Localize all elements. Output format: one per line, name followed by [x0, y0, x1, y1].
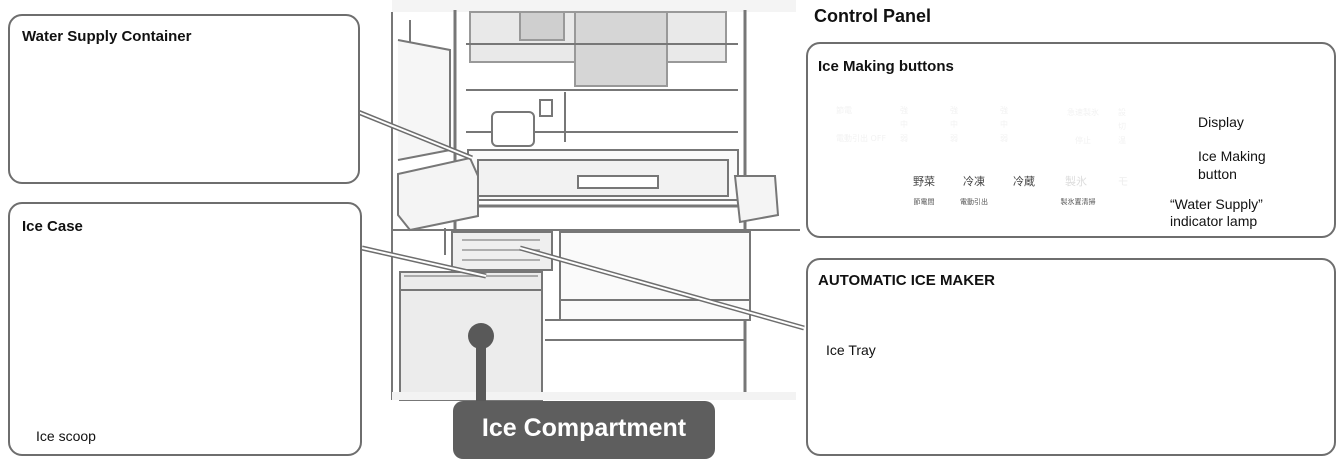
panel-text: 中 [1000, 120, 1008, 129]
panel-text: 中 [900, 120, 908, 129]
ice-case-title: Ice Case [22, 218, 83, 235]
ice-making-button-label-line2: button [1198, 166, 1237, 182]
refrigerator-illustration [391, 0, 800, 401]
display-panel-text: 急速製氷 製氷 停止 [1058, 106, 1108, 148]
ice-compartment-callout: Ice Compartment [453, 401, 715, 459]
display-label: Display [1198, 114, 1244, 130]
automatic-ice-maker-panel: AUTOMATIC ICE MAKER [806, 258, 1336, 456]
panel-side-text: 設 切 温 [1118, 106, 1126, 148]
panel-text: 弱 [900, 134, 908, 143]
panel-button-freezer[interactable]: 冷凍 [963, 175, 985, 188]
panel-text: 停止 [1075, 136, 1091, 145]
panel-text: 製氷 [1075, 122, 1091, 131]
ice-tray-label: Ice Tray [826, 342, 876, 358]
ice-compartment-label: Ice Compartment [481, 414, 687, 442]
panel-text: 強 [1000, 106, 1008, 115]
panel-text: 温 [1118, 136, 1126, 145]
panel-button-sublabel: 製氷置清掃 [1060, 198, 1096, 206]
ice-making-buttons-title: Ice Making buttons [818, 58, 954, 75]
panel-text: 強 [950, 106, 958, 115]
panel-text: 強 [900, 106, 908, 115]
ice-making-buttons-panel: Ice Making buttons [806, 42, 1336, 238]
panel-text: 設 [1118, 108, 1126, 117]
panel-button-mode[interactable]: モ [1117, 175, 1129, 188]
ice-compartment-marker-dot [468, 323, 494, 349]
panel-text: 弱 [1000, 134, 1008, 143]
water-supply-panel-text: 給水 [836, 120, 852, 129]
water-supply-lamp-label-line2: indicator lamp [1170, 213, 1258, 229]
panel-button-fridge[interactable]: 冷蔵 [1013, 175, 1035, 188]
ice-making-button-label-line1: Ice Making [1198, 148, 1266, 164]
water-supply-container-title: Water Supply Container [22, 28, 192, 45]
control-panel-heading: Control Panel [814, 6, 932, 26]
panel-text: 急速製氷 [1067, 108, 1099, 117]
ice-making-button[interactable]: 製氷 [1065, 175, 1087, 188]
ice-scoop-label: Ice scoop [36, 428, 96, 444]
panel-button-sublabel: 電動引出 [960, 198, 988, 206]
panel-button-vegetable[interactable]: 野菜 [913, 175, 935, 188]
panel-text: 電動引出 OFF [836, 134, 887, 143]
panel-text: 切 [1118, 122, 1126, 131]
panel-text: 節電 [836, 106, 852, 115]
panel-text: 中 [950, 120, 958, 129]
panel-text: 弱 [950, 134, 958, 143]
water-supply-container-panel: Water Supply Container [8, 14, 360, 184]
control-panel-face-text: 節電 強 強 強 給水 中 中 中 電動引出 OFF 弱 弱 弱 [836, 104, 1066, 146]
panel-button-sublabel: 節電間 [913, 198, 935, 206]
water-supply-lamp-label-line1: “Water Supply” [1170, 196, 1263, 212]
ice-case-panel: Ice Case Ice scoop [8, 202, 362, 456]
automatic-ice-maker-title: AUTOMATIC ICE MAKER [818, 272, 995, 289]
